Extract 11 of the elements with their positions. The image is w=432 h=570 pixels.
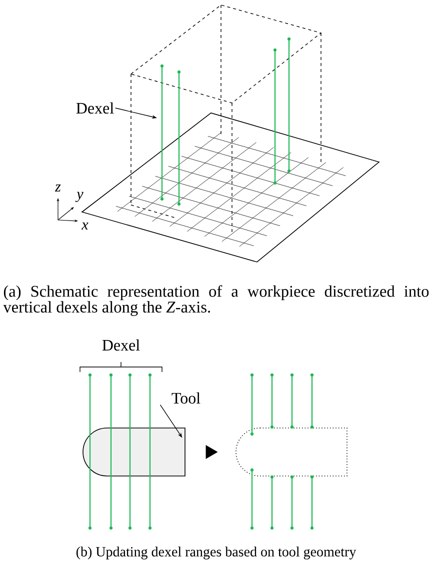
axis-label: x — [81, 222, 88, 230]
caption: (a) Schematic representation of a workpiece discretized into vertical dexels along the Z-axis. — [3, 285, 429, 316]
arrow — [206, 445, 218, 459]
caption: (b) Updating dexel ranges based on tool geometry — [76, 546, 356, 560]
callout-label: Tool — [172, 392, 200, 404]
dexel-label: Dexel — [102, 339, 140, 351]
axis-label: z — [54, 184, 61, 192]
tool-shape — [82, 428, 186, 476]
axis-label: y — [75, 192, 84, 202]
callout-label: Dexel — [76, 102, 114, 114]
updated-tool-outline — [236, 428, 348, 476]
